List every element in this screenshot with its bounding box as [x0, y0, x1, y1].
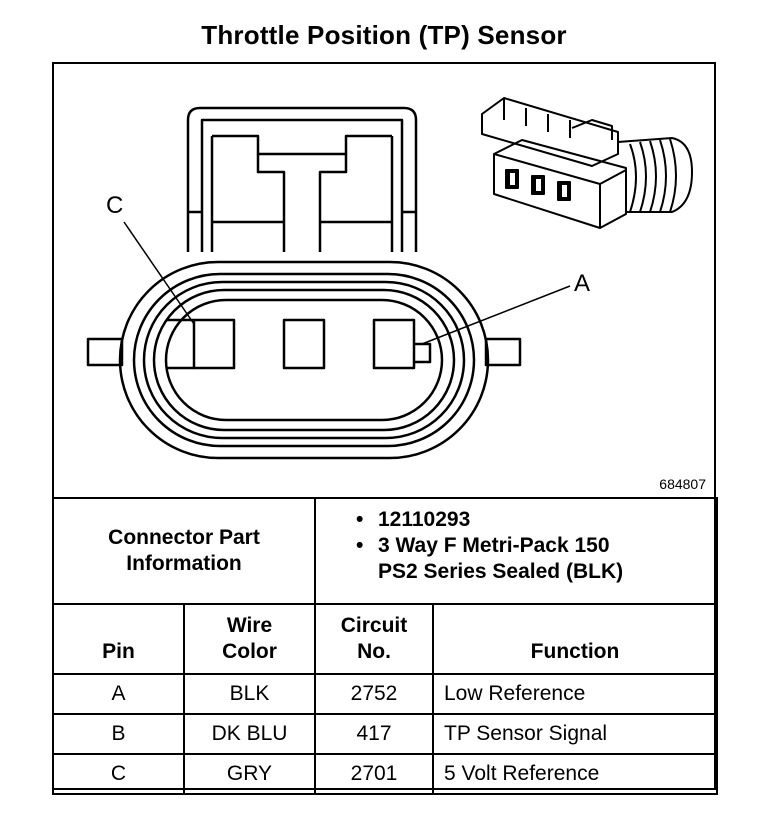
cell-circuit: 2752 [314, 673, 434, 715]
cell-wire-color: BLK [183, 673, 316, 715]
connector-info-row: Connector Part Information 12110293 3 Wa… [52, 497, 719, 605]
cell-pin: B [52, 713, 185, 755]
connector-info-label-line2: Information [126, 552, 242, 575]
cell-pin: C [52, 753, 185, 795]
cell-function: 5 Volt Reference [431, 753, 719, 795]
cell-function: Low Reference [431, 673, 719, 715]
table-header-row: Pin Wire Color Circuit No. Function [52, 603, 719, 675]
pin-cavity-b [282, 318, 326, 370]
cell-circuit: 2701 [314, 753, 434, 795]
table-row: A BLK 2752 Low Reference [52, 673, 719, 715]
pin-cavity-a [372, 318, 416, 370]
connector-table: Connector Part Information 12110293 3 Wa… [52, 497, 719, 795]
cell-circuit: 417 [314, 713, 434, 755]
callout-label-c: C [106, 192, 124, 219]
figure-number: 684807 [659, 476, 706, 492]
connector-info-label: Connector Part Information [52, 497, 316, 605]
cell-wire-color: DK BLU [183, 713, 316, 755]
header-circuit-line1: Circuit [340, 614, 408, 637]
cell-pin: A [52, 673, 185, 715]
callout-label-a: A [574, 270, 591, 297]
pin-cavity-c [192, 318, 236, 370]
connector-diagram: C A 684807 [52, 62, 716, 498]
locking-tab [186, 106, 418, 252]
header-wire-line2: Color [222, 640, 277, 663]
table-row: C GRY 2701 5 Volt Reference [52, 753, 719, 795]
connector-3d-illustration [481, 97, 693, 229]
header-wire-color: Wire Color [183, 603, 316, 675]
header-wire-line1: Wire [226, 614, 273, 637]
header-circuit-line2: No. [357, 640, 391, 663]
header-pin: Pin [52, 603, 185, 675]
cell-wire-color: GRY [183, 753, 316, 795]
cell-function: TP Sensor Signal [431, 713, 719, 755]
leader-line-a [421, 285, 571, 345]
connector-info-item: 3 Way F Metri-Pack 150 [356, 533, 716, 559]
diagram-title: Throttle Position (TP) Sensor [201, 20, 567, 50]
connector-face-drawing [86, 97, 693, 460]
table-row: B DK BLU 417 TP Sensor Signal [52, 713, 719, 755]
left-ear [86, 337, 124, 367]
connector-info-item: 12110293 [356, 507, 716, 533]
right-ear [484, 337, 522, 367]
connector-info-label-line1: Connector Part [108, 526, 260, 549]
leader-line-c [123, 221, 195, 325]
header-function: Function [431, 603, 719, 675]
header-circuit-no: Circuit No. [314, 603, 434, 675]
connector-info-list: 12110293 3 Way F Metri-Pack 150 PS2 Seri… [313, 497, 719, 605]
connector-outer-shell [118, 260, 490, 460]
connector-info-item-continued: PS2 Series Sealed (BLK) [378, 560, 624, 583]
